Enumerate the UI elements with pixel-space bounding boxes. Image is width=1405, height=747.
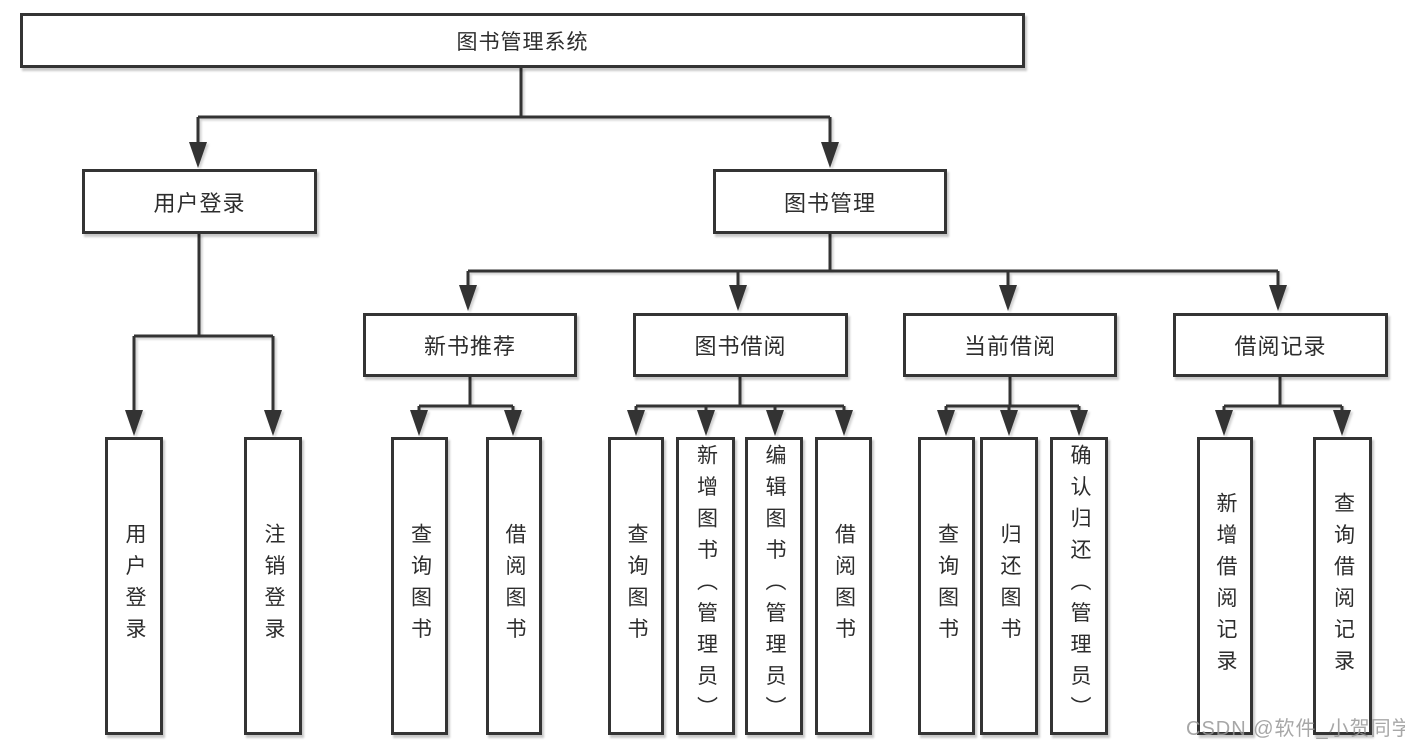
leaf-bb-borrow-books: 借阅图书: [815, 437, 872, 735]
arrow-down-icon: [1000, 410, 1018, 436]
node-new-book-recommend: 新书推荐: [363, 313, 577, 377]
leaf-br-add-record: 新增借阅记录: [1197, 437, 1253, 735]
leaf-bb-add-books-label: 新增图书（管理员）: [694, 444, 718, 728]
arrow-down-icon: [125, 410, 143, 436]
arrow-down-icon: [627, 410, 645, 436]
node-book-borrow-label: 图书借阅: [694, 334, 787, 359]
arrow-down-icon: [1215, 410, 1233, 436]
node-book-management-branch: 图书管理: [713, 169, 947, 234]
leaf-cb-confirm-return: 确认归还（管理员）: [1050, 437, 1108, 735]
leaf-bb-query-books: 查询图书: [608, 437, 664, 735]
node-root: 图书管理系统: [20, 13, 1025, 68]
node-book-borrow: 图书借阅: [633, 313, 848, 377]
connector-current-borrow-children: [944, 377, 1081, 412]
arrow-down-icon: [1333, 410, 1351, 436]
arrow-down-icon: [1269, 285, 1287, 311]
leaf-cb-query-books-label: 查询图书: [935, 523, 959, 649]
leaf-cb-query-books: 查询图书: [918, 437, 975, 735]
connector-root-to-level2: [196, 68, 832, 146]
arrow-down-icon: [766, 410, 784, 436]
node-new-book-recommend-label: 新书推荐: [423, 334, 516, 359]
leaf-cb-confirm-return-label: 确认归还（管理员）: [1068, 444, 1092, 728]
arrow-down-icon: [189, 142, 207, 168]
connector-book-mgmt-children: [466, 234, 1280, 288]
node-current-borrow-label: 当前借阅: [963, 334, 1056, 359]
leaf-nbr-query-books: 查询图书: [391, 437, 448, 735]
connector-book-borrow-children: [634, 377, 846, 412]
arrow-down-icon: [937, 410, 955, 436]
arrow-down-icon: [410, 410, 428, 436]
arrow-down-icon: [459, 285, 477, 311]
connector-new-book-rec-children: [417, 377, 515, 412]
arrow-down-icon: [504, 410, 522, 436]
leaf-br-add-record-label: 新增借阅记录: [1214, 491, 1238, 681]
leaf-logout-label: 注销登录: [262, 523, 286, 649]
node-borrow-records: 借阅记录: [1173, 313, 1388, 377]
arrow-down-icon: [1070, 410, 1088, 436]
arrow-down-icon: [729, 285, 747, 311]
leaf-cb-return-books: 归还图书: [980, 437, 1038, 735]
node-book-management-branch-label: 图书管理: [783, 190, 876, 216]
arrowheads: [125, 142, 1351, 436]
node-current-borrow: 当前借阅: [903, 313, 1117, 377]
node-root-label: 图书管理系统: [456, 30, 589, 54]
connector-user-login-children: [132, 234, 275, 414]
node-borrow-records-label: 借阅记录: [1234, 334, 1327, 359]
leaf-br-query-record: 查询借阅记录: [1313, 437, 1372, 735]
leaf-user-login-label: 用户登录: [123, 523, 147, 649]
leaf-cb-return-books-label: 归还图书: [998, 523, 1022, 649]
leaf-bb-edit-books: 编辑图书（管理员）: [745, 437, 803, 735]
leaf-nbr-borrow-books-label: 借阅图书: [503, 523, 527, 649]
node-user-login-branch: 用户登录: [82, 169, 317, 234]
leaf-bb-query-books-label: 查询图书: [625, 523, 649, 649]
arrow-down-icon: [697, 410, 715, 436]
leaf-logout: 注销登录: [244, 437, 302, 735]
arrow-down-icon: [821, 142, 839, 168]
node-user-login-branch-label: 用户登录: [153, 190, 246, 216]
arrow-down-icon: [999, 285, 1017, 311]
leaf-user-login: 用户登录: [105, 437, 163, 735]
leaf-nbr-borrow-books: 借阅图书: [486, 437, 542, 735]
leaf-bb-borrow-books-label: 借阅图书: [832, 523, 856, 649]
leaf-br-query-record-label: 查询借阅记录: [1331, 491, 1355, 681]
leaf-bb-edit-books-label: 编辑图书（管理员）: [763, 444, 787, 728]
csdn-watermark: CSDN @软件_小贺同学: [1186, 718, 1405, 740]
leaf-bb-add-books: 新增图书（管理员）: [676, 437, 735, 735]
leaf-nbr-query-books-label: 查询图书: [408, 523, 432, 649]
arrow-down-icon: [264, 410, 282, 436]
connector-borrow-records-children: [1222, 377, 1344, 412]
arrow-down-icon: [835, 410, 853, 436]
